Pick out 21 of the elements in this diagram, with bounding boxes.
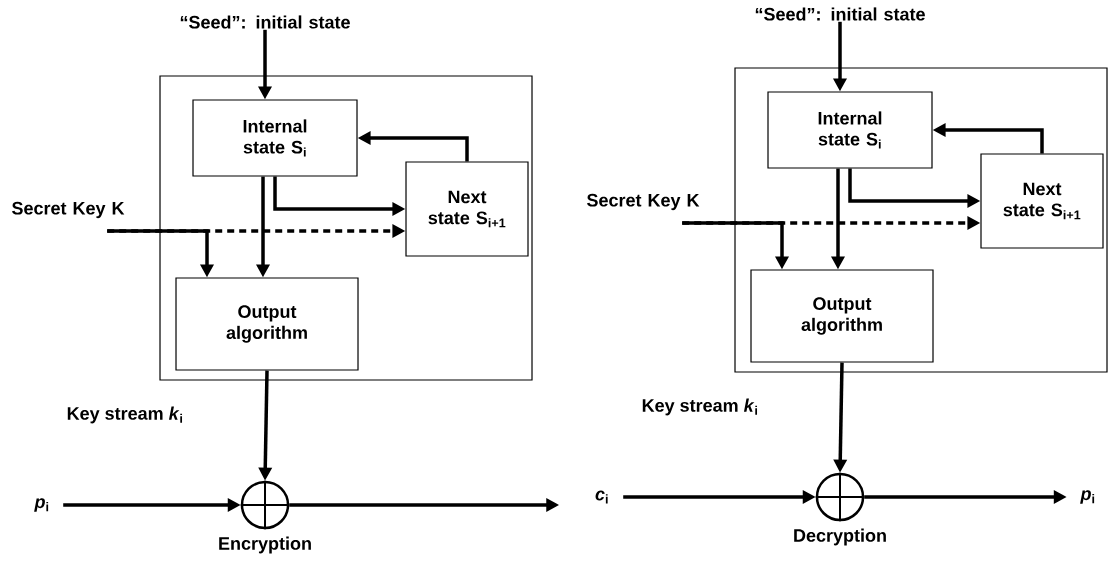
label-text: p$_{i}$	[34, 498, 49, 512]
caption-text: Encryption	[219, 536, 311, 554]
label-text: Secret Key K	[587, 193, 700, 211]
label-text: c$_{i}$	[595, 490, 608, 504]
xor-symbol	[814, 471, 866, 523]
process-box: Next state S$_{i+1}$	[405, 161, 529, 257]
process-box: Next state S$_{i+1}$	[980, 153, 1104, 249]
label-text: p$_{i}$	[1080, 490, 1095, 504]
generator-box	[734, 67, 1108, 373]
label-text: “Seed”: initial state	[180, 15, 350, 29]
process-box: Internal state S$_{i}$	[192, 99, 358, 177]
edge-label: Key stream k$_{i}$	[67, 406, 183, 424]
xor-symbol	[239, 479, 291, 531]
label-text: Secret Key K	[12, 201, 125, 219]
process-box: Output algorithm	[175, 277, 359, 371]
process-box: Output algorithm	[750, 269, 934, 363]
caption-text: Decryption	[794, 528, 886, 546]
label-text: “Seed”: initial state	[755, 7, 925, 21]
edge-label: Key stream k$_{i}$	[642, 398, 757, 416]
generator-box	[159, 75, 533, 381]
process-box: Internal state S$_{i}$	[767, 91, 933, 169]
